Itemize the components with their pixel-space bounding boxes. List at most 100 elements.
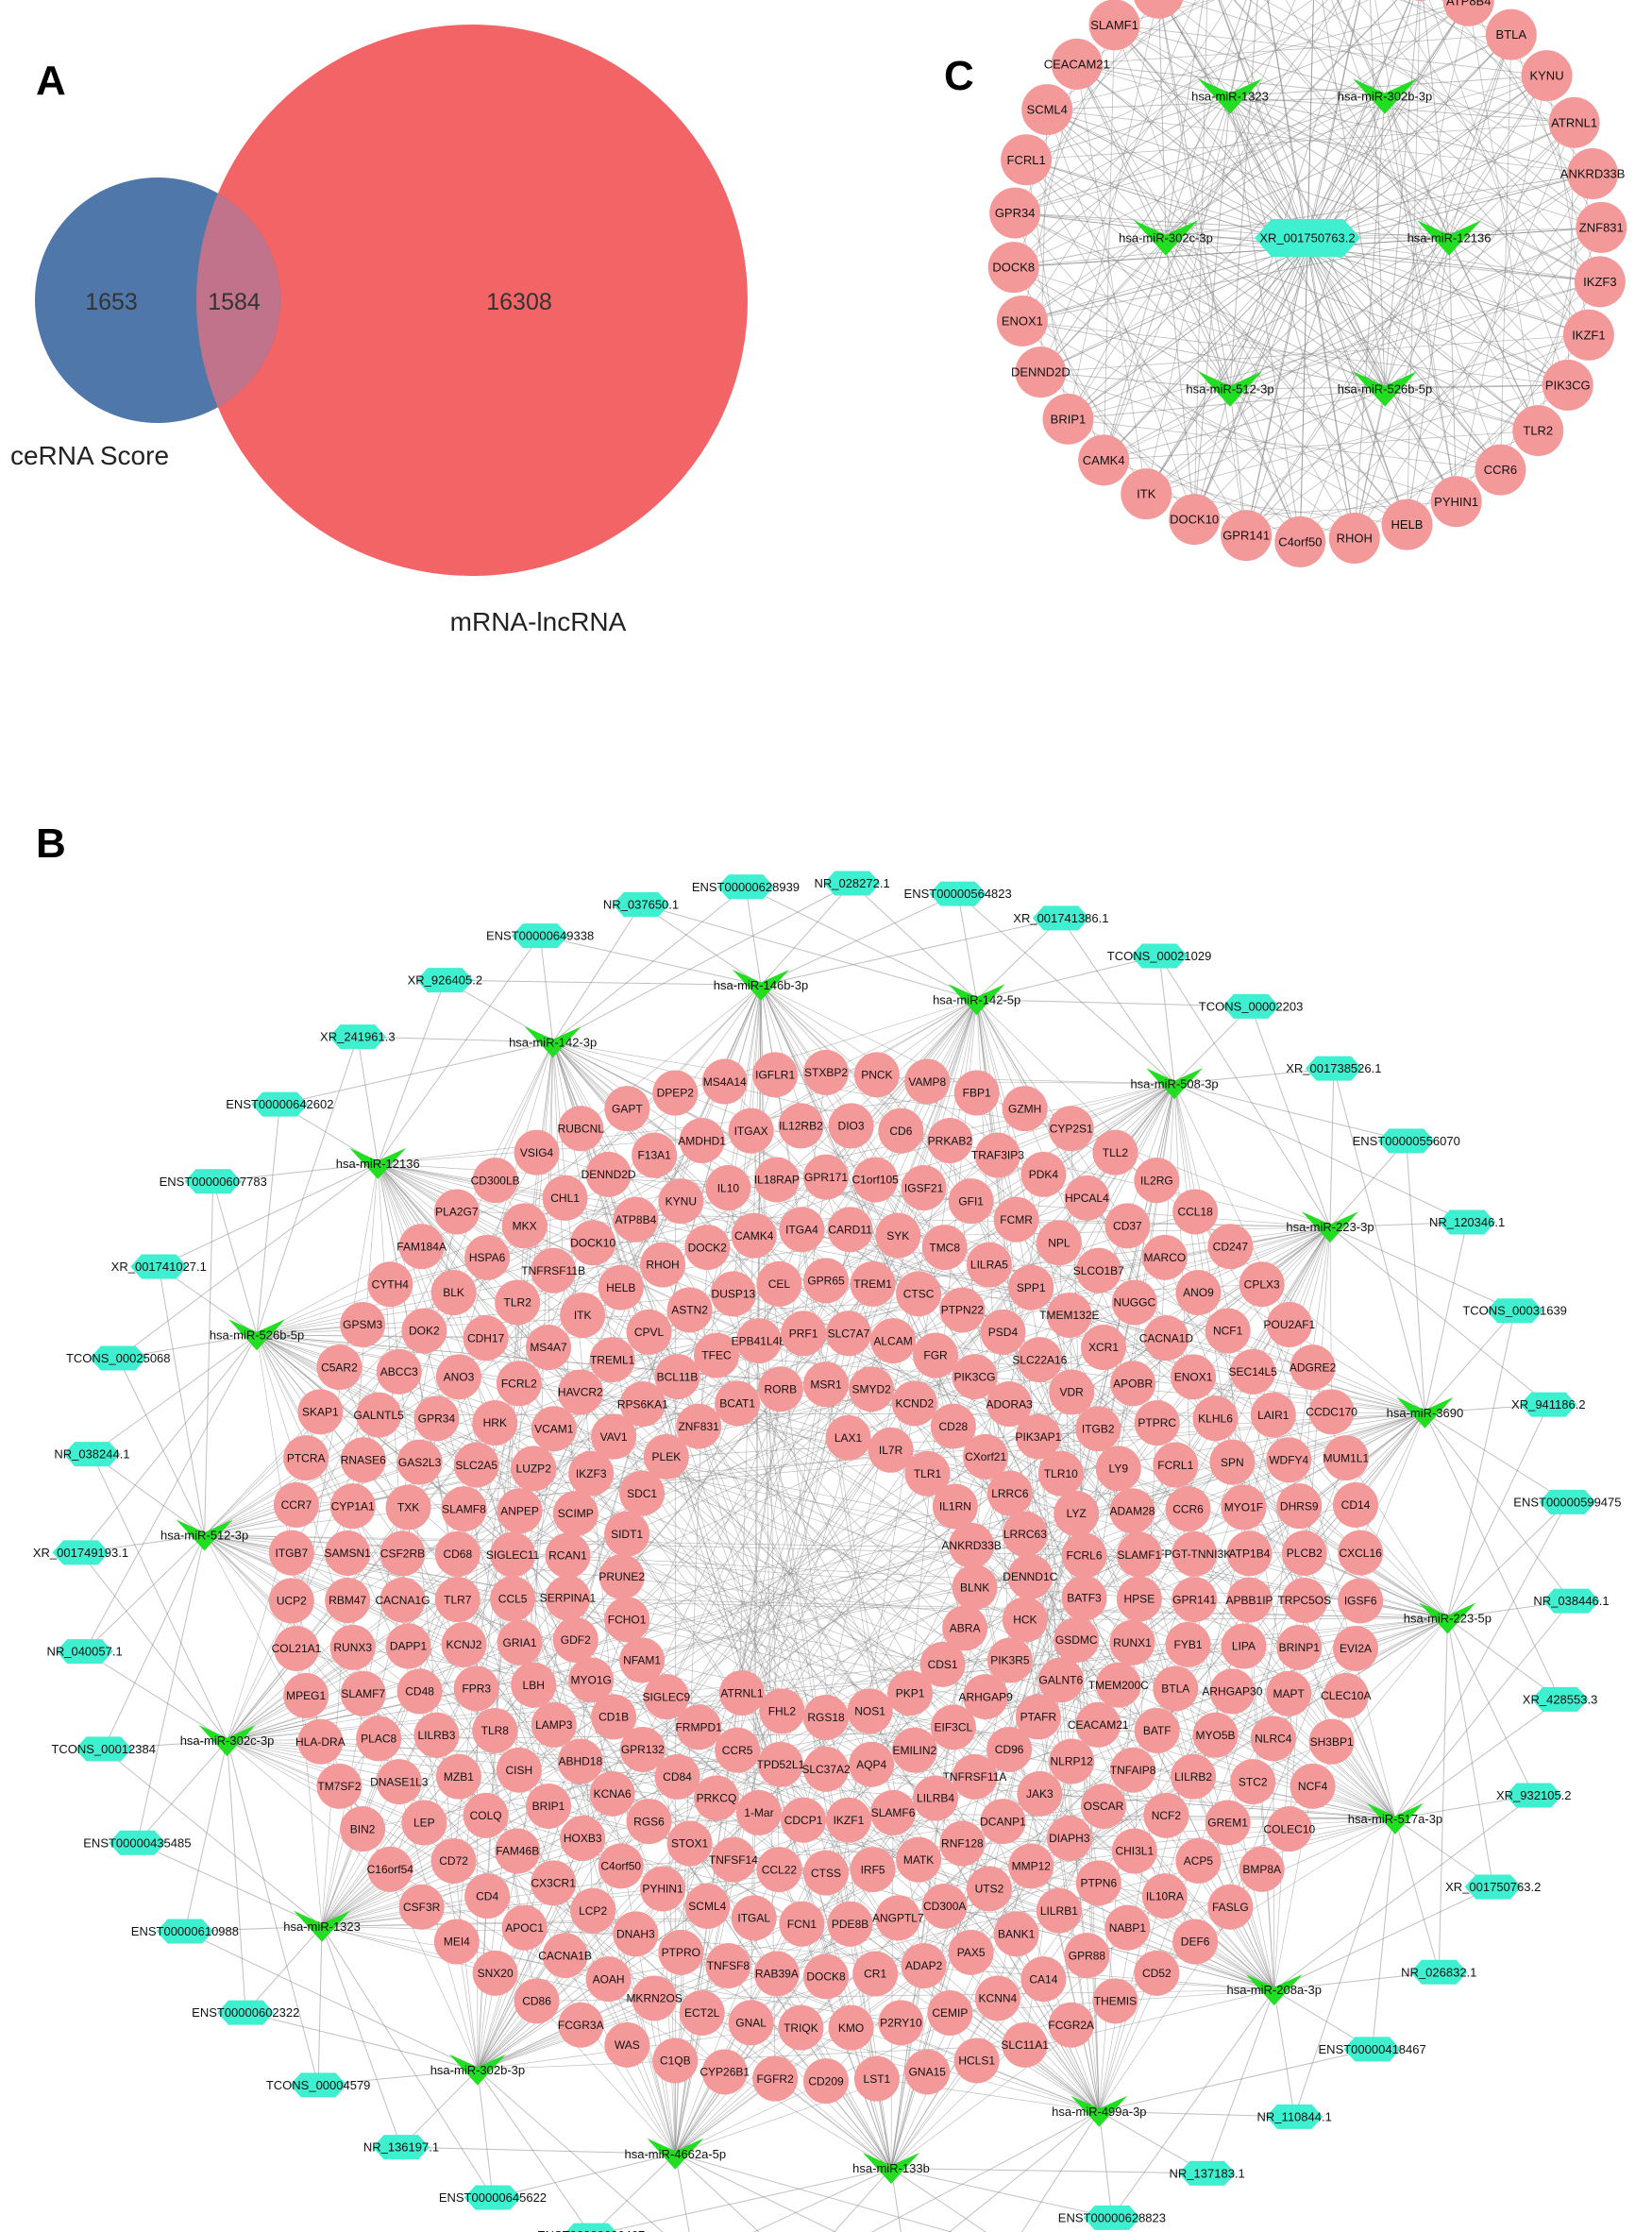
gene-node-label: NCF2 (1152, 1809, 1182, 1822)
gene-node-hpcal4: HPCAL4 (1064, 1175, 1110, 1221)
gene-node-circle (340, 1437, 386, 1483)
gene-node-itk: ITK (560, 1292, 606, 1338)
gene-node-circle (1061, 1575, 1107, 1621)
gene-node-circle (658, 1178, 704, 1225)
gene-node-circle (778, 1103, 824, 1149)
gene-node-slamf1: SLAMF1 (1088, 0, 1140, 51)
gene-node-circle (1328, 513, 1380, 565)
gene-node-label: ENOX1 (1174, 1371, 1213, 1384)
gene-node-circle (396, 1668, 443, 1715)
gene-node-label: SH3BP1 (1310, 1735, 1354, 1749)
edge (1047, 109, 1308, 239)
gene-node-dock10: DOCK10 (570, 1220, 615, 1266)
gene-node-slamf7: SLAMF7 (340, 1670, 386, 1716)
gene-node-label: GREM1 (1207, 1817, 1248, 1830)
edge (976, 918, 1062, 1001)
gene-node-circle (1333, 1626, 1379, 1672)
gene-node-label: NLRP12 (1051, 1755, 1094, 1768)
edge (1229, 388, 1408, 526)
gene-node-itgal: ITGAL (731, 1895, 777, 1941)
gene-node-astn2: ASTN2 (666, 1287, 713, 1333)
lncrna-node-tcons-00021029: TCONS_00021029 (1107, 943, 1211, 969)
gene-node-label: CHI3L1 (1115, 1845, 1154, 1858)
edge (477, 2070, 590, 2232)
edge (641, 1493, 1100, 2112)
gene-node-label: LEP (413, 1817, 435, 1830)
gene-node-slc7a7: SLC7A7 (825, 1310, 871, 1357)
gene-node-fpr3: FPR3 (453, 1666, 499, 1712)
gene-node-circle (497, 1488, 543, 1534)
gene-node-circle (1141, 1234, 1188, 1280)
edge (1193, 334, 1590, 520)
edge (204, 1181, 214, 1536)
lncrna-node-nr-026832-1: NR_026832.1 (1401, 1959, 1476, 1985)
lncrna-node-hexagon (290, 2072, 347, 2098)
gene-node-circle (1323, 1435, 1369, 1481)
mirna-node-chevron (1353, 78, 1417, 114)
edge (321, 1506, 956, 1927)
edge (256, 1334, 1346, 1697)
gene-node-label: RCAN1 (548, 1549, 587, 1563)
gene-node-label: RORB (765, 1382, 798, 1395)
edge (378, 1092, 977, 1164)
gene-node-circle (413, 1712, 460, 1758)
lncrna-node-label: XR_001738526.1 (1286, 1061, 1381, 1075)
gene-node-label: VAV1 (600, 1430, 628, 1444)
edge (117, 1162, 379, 1359)
mirna-node-chevron (1134, 220, 1198, 256)
gene-node-label: CAMK4 (734, 1229, 774, 1243)
gene-node-circle (1413, 0, 1427, 1)
gene-node-circle (1221, 510, 1273, 562)
gene-node-circle (949, 1522, 995, 1568)
gene-node-label: CD6 (889, 1124, 912, 1138)
gene-node-circle (921, 1883, 968, 1929)
gene-node-serpina1: SERPINA1 (540, 1575, 596, 1621)
gene-node-cdh17: CDH17 (463, 1315, 509, 1361)
gene-node-label: CCL22 (762, 1863, 798, 1876)
gene-node-def6: DEF6 (1172, 1919, 1219, 1965)
gene-node-label: SLC11A1 (1001, 2038, 1049, 2052)
gene-node-label: CA14 (1029, 1972, 1057, 1986)
gene-node-circle (1171, 1354, 1217, 1400)
edge (1068, 418, 1501, 471)
lncrna-node-xr-001749193-1: XR_001749193.1 (33, 1540, 128, 1565)
gene-node-label: CEL (768, 1277, 791, 1291)
gene-node-cd6: CD6 (878, 1108, 924, 1154)
gene-node-label: SMYD2 (851, 1382, 891, 1395)
gene-node-ccl18: CCL18 (1172, 1189, 1219, 1235)
edge (1446, 1617, 1494, 1887)
gene-node-dpep2: DPEP2 (652, 1070, 699, 1116)
gene-node-circle (640, 1242, 686, 1288)
edge (1447, 1501, 1568, 1619)
edge (1394, 1818, 1440, 1972)
gene-node-label: APOC1 (505, 1921, 544, 1935)
lncrna-node-hexagon (565, 2223, 616, 2232)
edge (1165, 237, 1195, 520)
gene-node-label: PRF1 (789, 1327, 818, 1340)
lncrna-node-tcons-00031639: TCONS_00031639 (1462, 1298, 1567, 1324)
gene-node-label: HELB (1391, 517, 1424, 532)
gene-node-circle (1562, 309, 1614, 361)
lncrna-node-enst00000649338: ENST00000649338 (486, 923, 594, 949)
gene-node-label: AQP4 (856, 1758, 886, 1771)
lncrna-node-hexagon (1178, 2160, 1236, 2186)
gene-node-cacna1d: CACNA1D (1139, 1315, 1193, 1361)
gene-node-itgb2: ITGB2 (1075, 1406, 1121, 1452)
lncrna-node-label: XR_001750763.2 (1445, 1880, 1541, 1894)
gene-node-label: CCR5 (722, 1744, 753, 1757)
gene-node-label: SLAMF7 (341, 1687, 385, 1700)
edge (1076, 63, 1147, 495)
gene-node-label: KCNA6 (594, 1787, 632, 1801)
gene-node-myo5b: MYO5B (1192, 1712, 1239, 1758)
gene-node-label: TNFRSF11B (521, 1264, 585, 1277)
gene-node-klhl6: KLHL6 (1192, 1395, 1239, 1442)
edge (1394, 1699, 1560, 1819)
gene-node-circle (904, 2049, 951, 2095)
gene-node-oscar: OSCAR (1080, 1783, 1126, 1829)
gene-node-label: LRRC6 (991, 1487, 1029, 1500)
gene-node-label: PRUNE2 (598, 1570, 645, 1583)
gene-node-ccdc170: CCDC170 (1306, 1389, 1357, 1435)
gene-node-vav1: VAV1 (591, 1413, 637, 1460)
gene-node-circle (1266, 1806, 1312, 1852)
edge (1165, 0, 1340, 239)
